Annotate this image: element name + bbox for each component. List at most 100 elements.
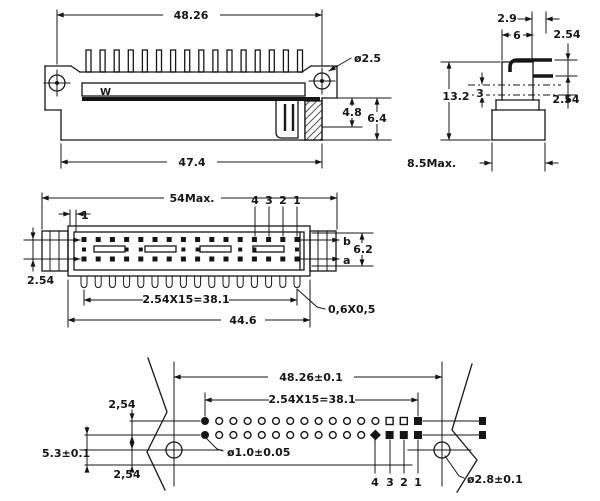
pin-row-a	[266, 256, 272, 262]
side-view: 48.26 W ø2.5	[43, 8, 392, 169]
hole-open	[257, 416, 266, 426]
brand-logo: W	[100, 87, 111, 98]
break-line-left	[146, 357, 168, 491]
pad-open	[385, 416, 394, 426]
profile-dimensions: 2.9 6 2.54 2.54 13.2 3 8.5Max.	[407, 11, 581, 172]
dim-hole-span: 48.26±0.1	[279, 371, 343, 384]
pin-row-b	[109, 237, 115, 242]
profile-outline	[491, 61, 546, 141]
pin-row-b	[195, 237, 201, 242]
pin-row-a	[180, 256, 186, 262]
hole-open	[314, 430, 323, 440]
pin-row-a	[195, 256, 201, 262]
hole-open	[257, 430, 266, 440]
mount-hole-dia-label: ø2.8±0.1	[467, 473, 523, 486]
mid-pin	[181, 247, 186, 252]
pin-size-note: 0,6X0,5	[328, 303, 375, 316]
hole-open	[243, 416, 252, 426]
hole-open	[271, 416, 281, 426]
contact-tooth	[141, 49, 149, 73]
polarizing-slots	[93, 245, 285, 253]
pin-number: 4	[371, 476, 379, 489]
hole-open	[342, 416, 352, 426]
pin-row-b	[237, 237, 243, 242]
hole-dia-label: ø2.5	[354, 52, 381, 65]
contact-tooth	[282, 49, 290, 73]
pin-row-b	[138, 237, 144, 242]
solder-tails	[80, 276, 301, 289]
pad-filled	[399, 431, 408, 439]
left-flange	[41, 230, 69, 272]
mid-pin	[295, 247, 299, 252]
hole-open	[300, 430, 309, 440]
row-top-label: b	[343, 235, 351, 248]
pin-number: 2	[400, 476, 408, 489]
mid-pin	[238, 247, 243, 252]
dim-body-width: 44.6	[229, 314, 256, 327]
leader-line	[444, 455, 465, 479]
footprint-holes	[201, 416, 422, 441]
contact-tooth	[254, 49, 261, 73]
contact-tooth	[169, 49, 177, 73]
pin-row-a	[81, 256, 87, 262]
solder-tail	[179, 276, 187, 289]
right-dimensions: 4.8 6.4	[321, 97, 392, 141]
edge-dim: 1	[58, 209, 91, 232]
pad-filled	[414, 431, 422, 439]
solder-tail	[123, 276, 131, 289]
solder-tail	[108, 276, 116, 289]
hole-open	[328, 430, 337, 440]
hole-open	[342, 430, 352, 440]
dim-h2: 6.4	[367, 112, 387, 125]
pin-row-b	[266, 237, 272, 242]
pin-number: 4	[251, 194, 259, 207]
pin-row-a	[251, 256, 257, 262]
hole-open	[300, 416, 309, 426]
pad-filled	[385, 431, 394, 439]
pin-row-b	[251, 237, 257, 242]
contact-tooth	[113, 49, 120, 73]
pin-row-a	[152, 256, 158, 262]
solder-tail	[293, 276, 301, 289]
pad-filled	[414, 417, 422, 425]
hole-open	[314, 416, 323, 426]
solder-tail	[279, 276, 287, 289]
dim-height: 13.2	[442, 90, 469, 103]
dim-b: 6	[513, 29, 521, 42]
pin-row-b	[81, 237, 87, 242]
dim-c: 3	[476, 87, 484, 100]
break-line-right	[451, 363, 478, 493]
hole-open	[215, 430, 224, 440]
dim-pitch-total: 2.54X15=38.1	[268, 393, 355, 406]
pin-row-a	[95, 256, 101, 262]
dim-pitch-row: 2.54	[27, 274, 54, 287]
contact-tooth	[240, 49, 247, 73]
hole-filled	[201, 417, 209, 425]
solder-tail	[250, 276, 258, 289]
contact-tooth	[296, 49, 304, 73]
card-slot	[81, 82, 306, 97]
mid-pin	[252, 247, 257, 252]
dim-row-span: 6.2	[353, 243, 373, 256]
dim-a: 2.9	[497, 12, 517, 25]
pin-row-b	[209, 237, 215, 242]
mid-pin	[82, 247, 86, 252]
right-flange	[309, 230, 337, 272]
contact-tooth	[226, 49, 233, 73]
pin-row-b	[124, 237, 130, 242]
solder-tail	[165, 276, 173, 289]
contact-tooth	[99, 49, 106, 73]
pin-number: 1	[293, 194, 301, 207]
dim-bottom-pitch: 2,54	[113, 468, 140, 481]
contact-tooth	[212, 49, 219, 73]
solder-tail	[94, 276, 102, 289]
pin-row-a	[223, 256, 229, 262]
mount-hole-left	[43, 69, 71, 97]
row-reference-lines	[84, 417, 486, 466]
hole-open	[371, 416, 380, 426]
hole-filled	[201, 431, 209, 439]
solder-tail	[222, 276, 230, 289]
dim-edge-offset: 5.3±0.1	[42, 447, 90, 460]
